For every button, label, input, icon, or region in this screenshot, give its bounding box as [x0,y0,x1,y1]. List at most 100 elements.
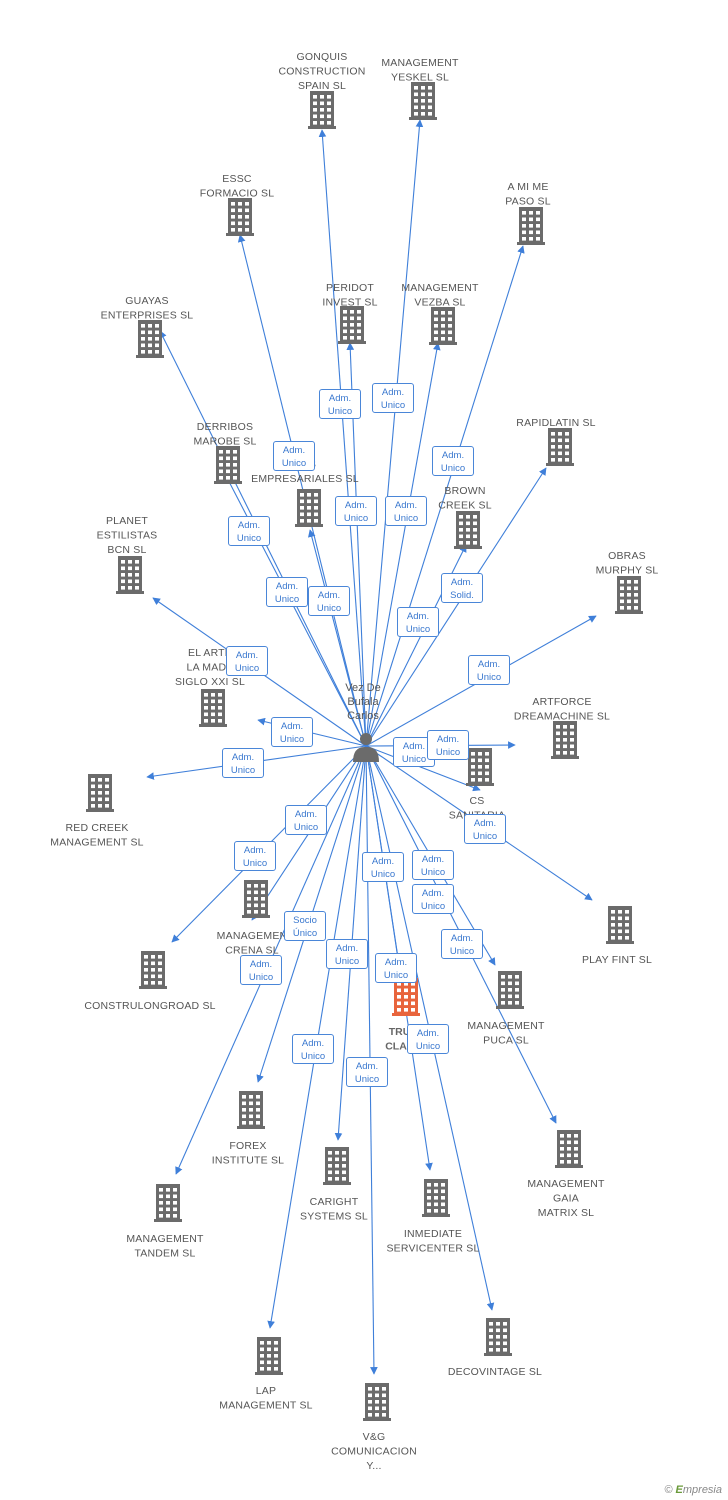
relation-badge[interactable]: Adm.Unico [427,730,469,760]
building-window [570,731,574,736]
relation-badge-role: Adm. [235,650,259,661]
building-window [327,121,331,125]
relation-badge[interactable]: Adm.Unico [228,516,270,546]
building-window [128,586,132,590]
building-window [414,86,418,90]
relation-badge[interactable]: Adm.Unico [319,389,361,419]
building-window [267,1354,271,1358]
relation-badge[interactable]: Adm.Unico [234,841,276,871]
building-window [551,451,555,456]
building-window [238,208,242,213]
relation-badge[interactable]: Adm.Unico [346,1057,388,1087]
relation-badge[interactable]: Adm.Unico [464,814,506,844]
building-window [441,324,445,328]
relation-badge[interactable]: Adm.Unico [271,717,313,747]
building-window [135,560,139,564]
building-window [558,451,562,456]
company-label-line: A MI ME [507,181,548,193]
building-window [567,1134,571,1138]
building-window [397,1001,401,1006]
building-window [350,316,354,321]
relation-badge[interactable]: Adm.Unico [397,607,439,637]
building-window [441,337,445,341]
company-label-line: PERIDOT [326,282,374,294]
building-window [503,1328,507,1333]
relation-badge-type: Unico [327,406,353,417]
building-window [529,237,533,241]
relation-badge[interactable]: Adm.Unico [292,1034,334,1064]
building-window [473,521,477,526]
company-label-line: MANAGEMENT [467,1020,545,1032]
relation-badge[interactable]: Adm.Unico [372,383,414,413]
building-window [471,758,475,763]
relation-badge[interactable]: Adm.Solid. [441,573,483,603]
company-node-decovintage[interactable]: DECOVINTAGE SL [448,1318,542,1378]
relation-badge[interactable]: Adm.Unico [335,496,377,526]
relation-badge-role: Adm. [381,387,405,398]
building-window [441,1196,445,1200]
building-window [508,988,512,992]
building-window [204,693,208,697]
company-node-rapidlatin[interactable]: RAPIDLATIN SL [516,417,596,466]
building-window [556,751,560,755]
building-window [478,778,482,782]
building-window [105,778,109,782]
building-window [166,1194,170,1199]
building-window [563,731,567,736]
building-window [634,599,638,604]
relation-badge[interactable]: Adm.Unico [362,852,404,882]
building-window [105,804,109,808]
relation-badge[interactable]: Adm.Unico [308,586,350,616]
relation-badge[interactable]: Adm.Unico [222,748,264,778]
relation-badge[interactable]: Adm.Unico [240,955,282,985]
relation-badge[interactable]: Adm.Unico [273,441,315,471]
relation-badge[interactable]: Adm.Unico [226,646,268,676]
building-window [218,719,222,723]
building-window [411,982,415,986]
relation-badge[interactable]: Adm.Unico [441,929,483,959]
company-node-playfint[interactable]: PLAY FINT SL [582,906,652,966]
building-window [300,506,304,510]
relation-badge[interactable]: Adm.Unico [385,496,427,526]
relation-badge[interactable]: Adm.Unico [375,953,417,983]
relation-badge[interactable]: Adm.Unico [266,577,308,607]
relation-badge[interactable]: Adm.Unico [407,1024,449,1054]
building-window [158,955,162,959]
relation-badge[interactable]: Adm.Unico [412,884,454,914]
relation-badge[interactable]: Adm.Unico [285,805,327,835]
company-label-line: PLANET [106,515,148,527]
relation-badge[interactable]: Adm.Unico [326,939,368,969]
relation-badge[interactable]: Adm.Unico [432,446,474,476]
building-window [551,438,555,443]
relation-badge[interactable]: Adm.Unico [412,850,454,880]
company-node-construlongroad[interactable]: CONSTRULONGROAD SL [84,951,215,1012]
building-window [159,1188,163,1192]
relation-badge[interactable]: Adm.Unico [468,655,510,685]
relation-badge-role: Adm. [477,659,501,670]
